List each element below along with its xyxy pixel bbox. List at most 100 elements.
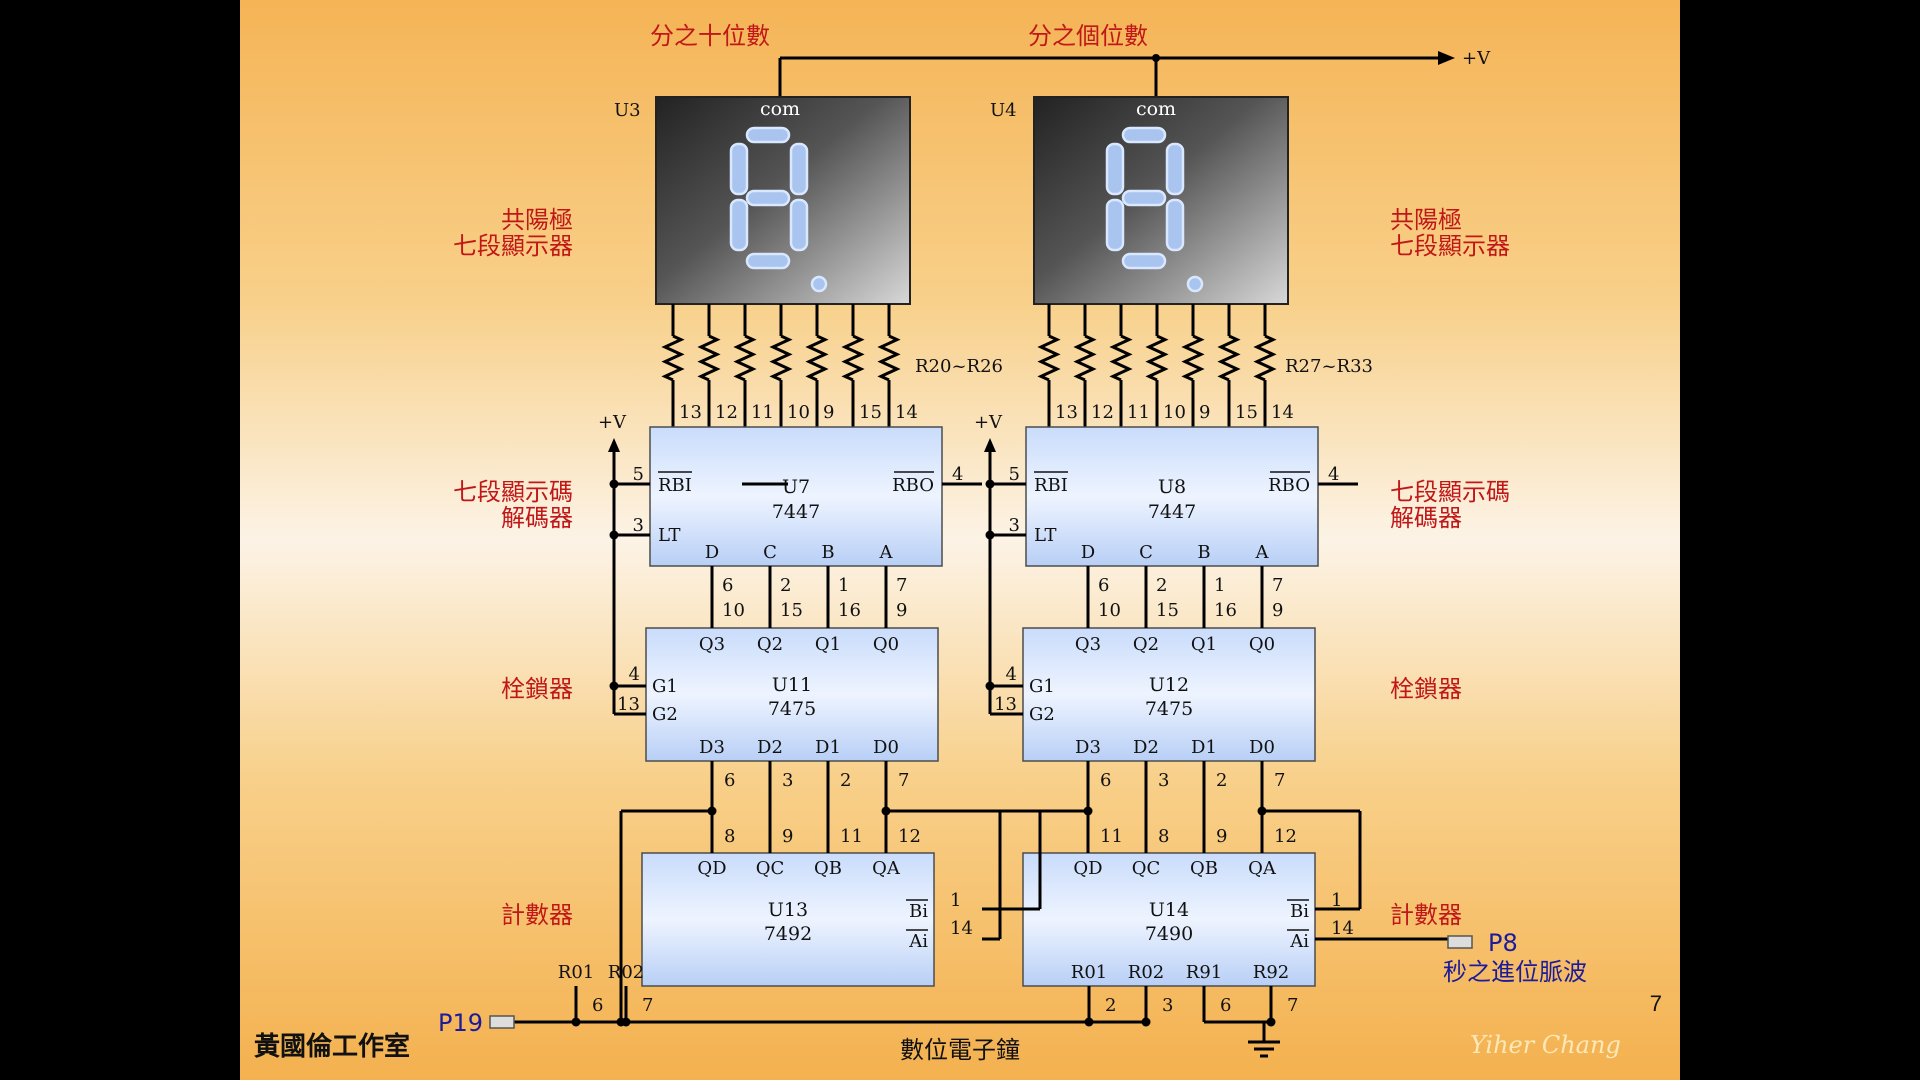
- latch-input-name: D1: [1191, 737, 1217, 758]
- resistor: [805, 334, 829, 382]
- seven-segment-display-u4: com U4: [990, 96, 1289, 305]
- chip-ref: U13: [768, 899, 808, 921]
- resistor-ref-right: R27~R33: [1285, 356, 1373, 377]
- decoder-input-pin: 1: [838, 575, 849, 596]
- resistor-pin-number: 9: [1199, 402, 1210, 423]
- segment-dp: [1186, 275, 1204, 293]
- latch-output-pin: 15: [1156, 600, 1179, 621]
- lt-pin-name: LT: [658, 525, 681, 546]
- reset-pin-number: 7: [642, 995, 653, 1016]
- counter-output-pin: 11: [840, 826, 863, 847]
- latch-input-name: D3: [699, 737, 725, 758]
- junction-dot: [1084, 1017, 1094, 1027]
- power-bus: [778, 51, 1455, 97]
- segment-f: [729, 142, 749, 196]
- rbo-pin-name: RBO: [892, 475, 934, 496]
- label-counter-right: 計數器: [1390, 901, 1462, 929]
- studio-logo-text: 黃國倫工作室: [254, 1031, 410, 1062]
- decoder-input-name: D: [705, 542, 719, 563]
- rbo-pin-number: 4: [1328, 464, 1339, 485]
- com-label: com: [1136, 98, 1176, 120]
- bi-pin-number: 1: [1331, 890, 1342, 911]
- decoder-input-pin: 7: [1272, 575, 1283, 596]
- bi-pin-name: Bi: [1290, 901, 1309, 922]
- counter-output-pin: 8: [724, 826, 735, 847]
- decoder-u7: U7 7447: [649, 426, 943, 567]
- latch-u12: U12 7475: [1022, 627, 1316, 762]
- resistor-pin-number: 14: [895, 402, 918, 423]
- chip-part: 7447: [1148, 501, 1196, 523]
- chip-part: 7475: [768, 698, 816, 720]
- reset-pin-number: 6: [592, 995, 603, 1016]
- latch-input-pin: 6: [1100, 770, 1111, 791]
- latch-output-pin: 10: [722, 600, 745, 621]
- counter-output-pin: 11: [1100, 826, 1123, 847]
- segment-e: [1105, 198, 1125, 252]
- latch-output-name: Q1: [1191, 634, 1217, 655]
- resistor-pin-number: 12: [715, 402, 738, 423]
- label-counter-left: 計數器: [501, 901, 573, 929]
- decoder-input-pin: 7: [896, 575, 907, 596]
- latch-output-pin: 16: [1214, 600, 1237, 621]
- junction-dot: [1141, 1017, 1151, 1027]
- reset-pin-name: R91: [1186, 962, 1222, 983]
- resistor: [661, 334, 685, 382]
- port-p19[interactable]: P19: [438, 1009, 515, 1037]
- decoder-input-pin: 2: [780, 575, 791, 596]
- decoder-input-pin: 2: [1156, 575, 1167, 596]
- decoder-u8: U8 7447: [1025, 426, 1319, 567]
- slide: +V 分之十位數 分之個位數 com U3 com U4 共陽極 七段顯示器 共…: [240, 0, 1680, 1080]
- resistor-pin-number: 15: [859, 402, 882, 423]
- junction-dot: [571, 1017, 581, 1027]
- ai-pin-name: Ai: [908, 931, 928, 952]
- label-display-left-1: 共陽極: [501, 206, 573, 234]
- resistor-ref-left: R20~R26: [915, 356, 1003, 377]
- ai-pin-number: 14: [950, 918, 973, 939]
- resistor: [1037, 334, 1061, 382]
- junction-dot: [609, 479, 619, 489]
- resistor: [769, 334, 793, 382]
- junction-dot: [985, 681, 995, 691]
- g2-pin-name: G2: [652, 704, 678, 725]
- latch-input-name: D3: [1075, 737, 1101, 758]
- resistor-pin-number: 10: [1163, 402, 1186, 423]
- com-label: com: [760, 98, 800, 120]
- reset-pin-name: R02: [608, 962, 644, 983]
- g2-pin-name: G2: [1029, 704, 1055, 725]
- reset-pin-name: R01: [1071, 962, 1107, 983]
- chip-ref: U8: [1158, 476, 1186, 498]
- decoder-input-name: A: [879, 542, 894, 563]
- vcc-label: +V: [598, 412, 627, 433]
- rbo-pin-number: 4: [952, 464, 963, 485]
- segment-d: [1121, 252, 1167, 270]
- resistor: [1253, 334, 1277, 382]
- segment-b: [789, 142, 809, 196]
- g1-pin-number: 4: [629, 664, 640, 685]
- rbi-pin-name: RBI: [1034, 475, 1068, 496]
- counter-output-pin: 12: [1274, 826, 1297, 847]
- counter-u14: U14 7490: [1022, 852, 1316, 987]
- resistor-pin-number: 15: [1235, 402, 1258, 423]
- junction-dot: [1083, 806, 1093, 816]
- port-p8[interactable]: P8: [1447, 929, 1518, 957]
- resistor: [877, 334, 901, 382]
- port-p8-description: 秒之進位脈波: [1443, 958, 1587, 986]
- bi-pin-number: 1: [950, 890, 961, 911]
- reset-pin-number: 3: [1162, 995, 1173, 1016]
- chip-ref: U7: [782, 476, 810, 498]
- latch-input-pin: 6: [724, 770, 735, 791]
- display-title-u3: 分之十位數: [650, 22, 770, 50]
- latch-input-pin: 7: [898, 770, 909, 791]
- segment-g: [1121, 189, 1167, 207]
- decoder-input-name: B: [1197, 542, 1210, 563]
- display-title-u4: 分之個位數: [1028, 22, 1148, 50]
- chip-ref: U12: [1149, 674, 1189, 696]
- vcc-arrow: [608, 438, 620, 452]
- label-decoder-right-1: 七段顯示碼: [1390, 478, 1510, 506]
- latch-output-name: Q1: [815, 634, 841, 655]
- latch-output-pin: 15: [780, 600, 803, 621]
- resistor-pin-number: 9: [823, 402, 834, 423]
- resistor: [1181, 334, 1205, 382]
- counter-output-name: QA: [1248, 858, 1277, 879]
- latch-input-pin: 7: [1274, 770, 1285, 791]
